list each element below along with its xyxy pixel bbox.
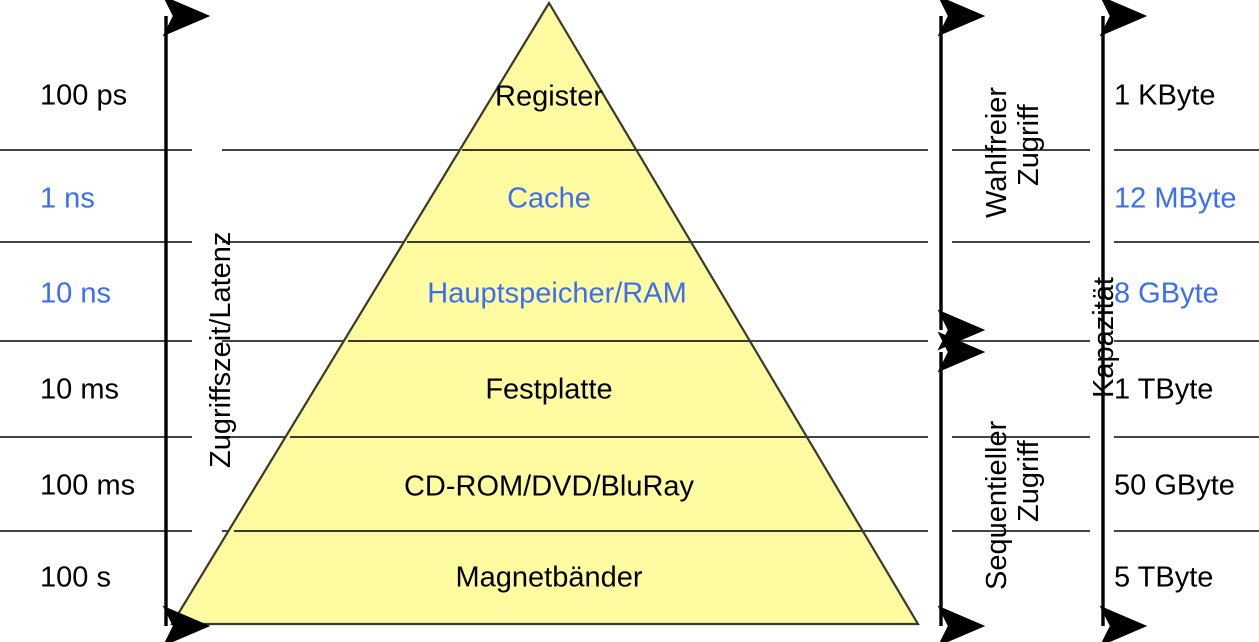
capacity-label-2: 8 GByte xyxy=(1114,277,1219,310)
random-access-label-line2: Zugriff xyxy=(1013,104,1045,186)
latency-axis-title: Zugriffszeit/Latenz xyxy=(205,231,237,468)
capacity-label-0: 1 KByte xyxy=(1114,79,1216,112)
pyramid-level-harddisk: Festplatte xyxy=(485,373,613,406)
pyramid-level-tape: Magnetbänder xyxy=(455,561,643,594)
random-access-label-line1: Wahlfreier xyxy=(981,86,1013,218)
latency-label-0: 100 ps xyxy=(40,79,128,112)
pyramid-level-register: Register xyxy=(495,80,603,113)
pyramid-level-separators xyxy=(234,149,863,532)
latency-label-2: 10 ns xyxy=(40,277,111,310)
capacity-label-1: 12 MByte xyxy=(1114,182,1237,215)
latency-label-1: 1 ns xyxy=(40,182,95,215)
capacity-label-4: 50 GByte xyxy=(1114,469,1235,502)
pyramid-level-optical: CD-ROM/DVD/BluRay xyxy=(403,470,695,503)
capacity-label-5: 5 TByte xyxy=(1114,561,1214,594)
latency-label-4: 100 ms xyxy=(40,469,136,502)
sequential-access-label-line1: Sequentieller xyxy=(981,420,1013,590)
pyramid-level-cache: Cache xyxy=(507,182,591,215)
pyramid-shape xyxy=(170,0,920,626)
latency-label-5: 100 s xyxy=(40,561,111,594)
pyramid-level-ram: Hauptspeicher/RAM xyxy=(427,277,687,310)
capacity-label-3: 1 TByte xyxy=(1114,373,1214,406)
latency-label-3: 10 ms xyxy=(40,373,119,406)
sequential-access-label-line2: Zugriff xyxy=(1013,440,1045,522)
